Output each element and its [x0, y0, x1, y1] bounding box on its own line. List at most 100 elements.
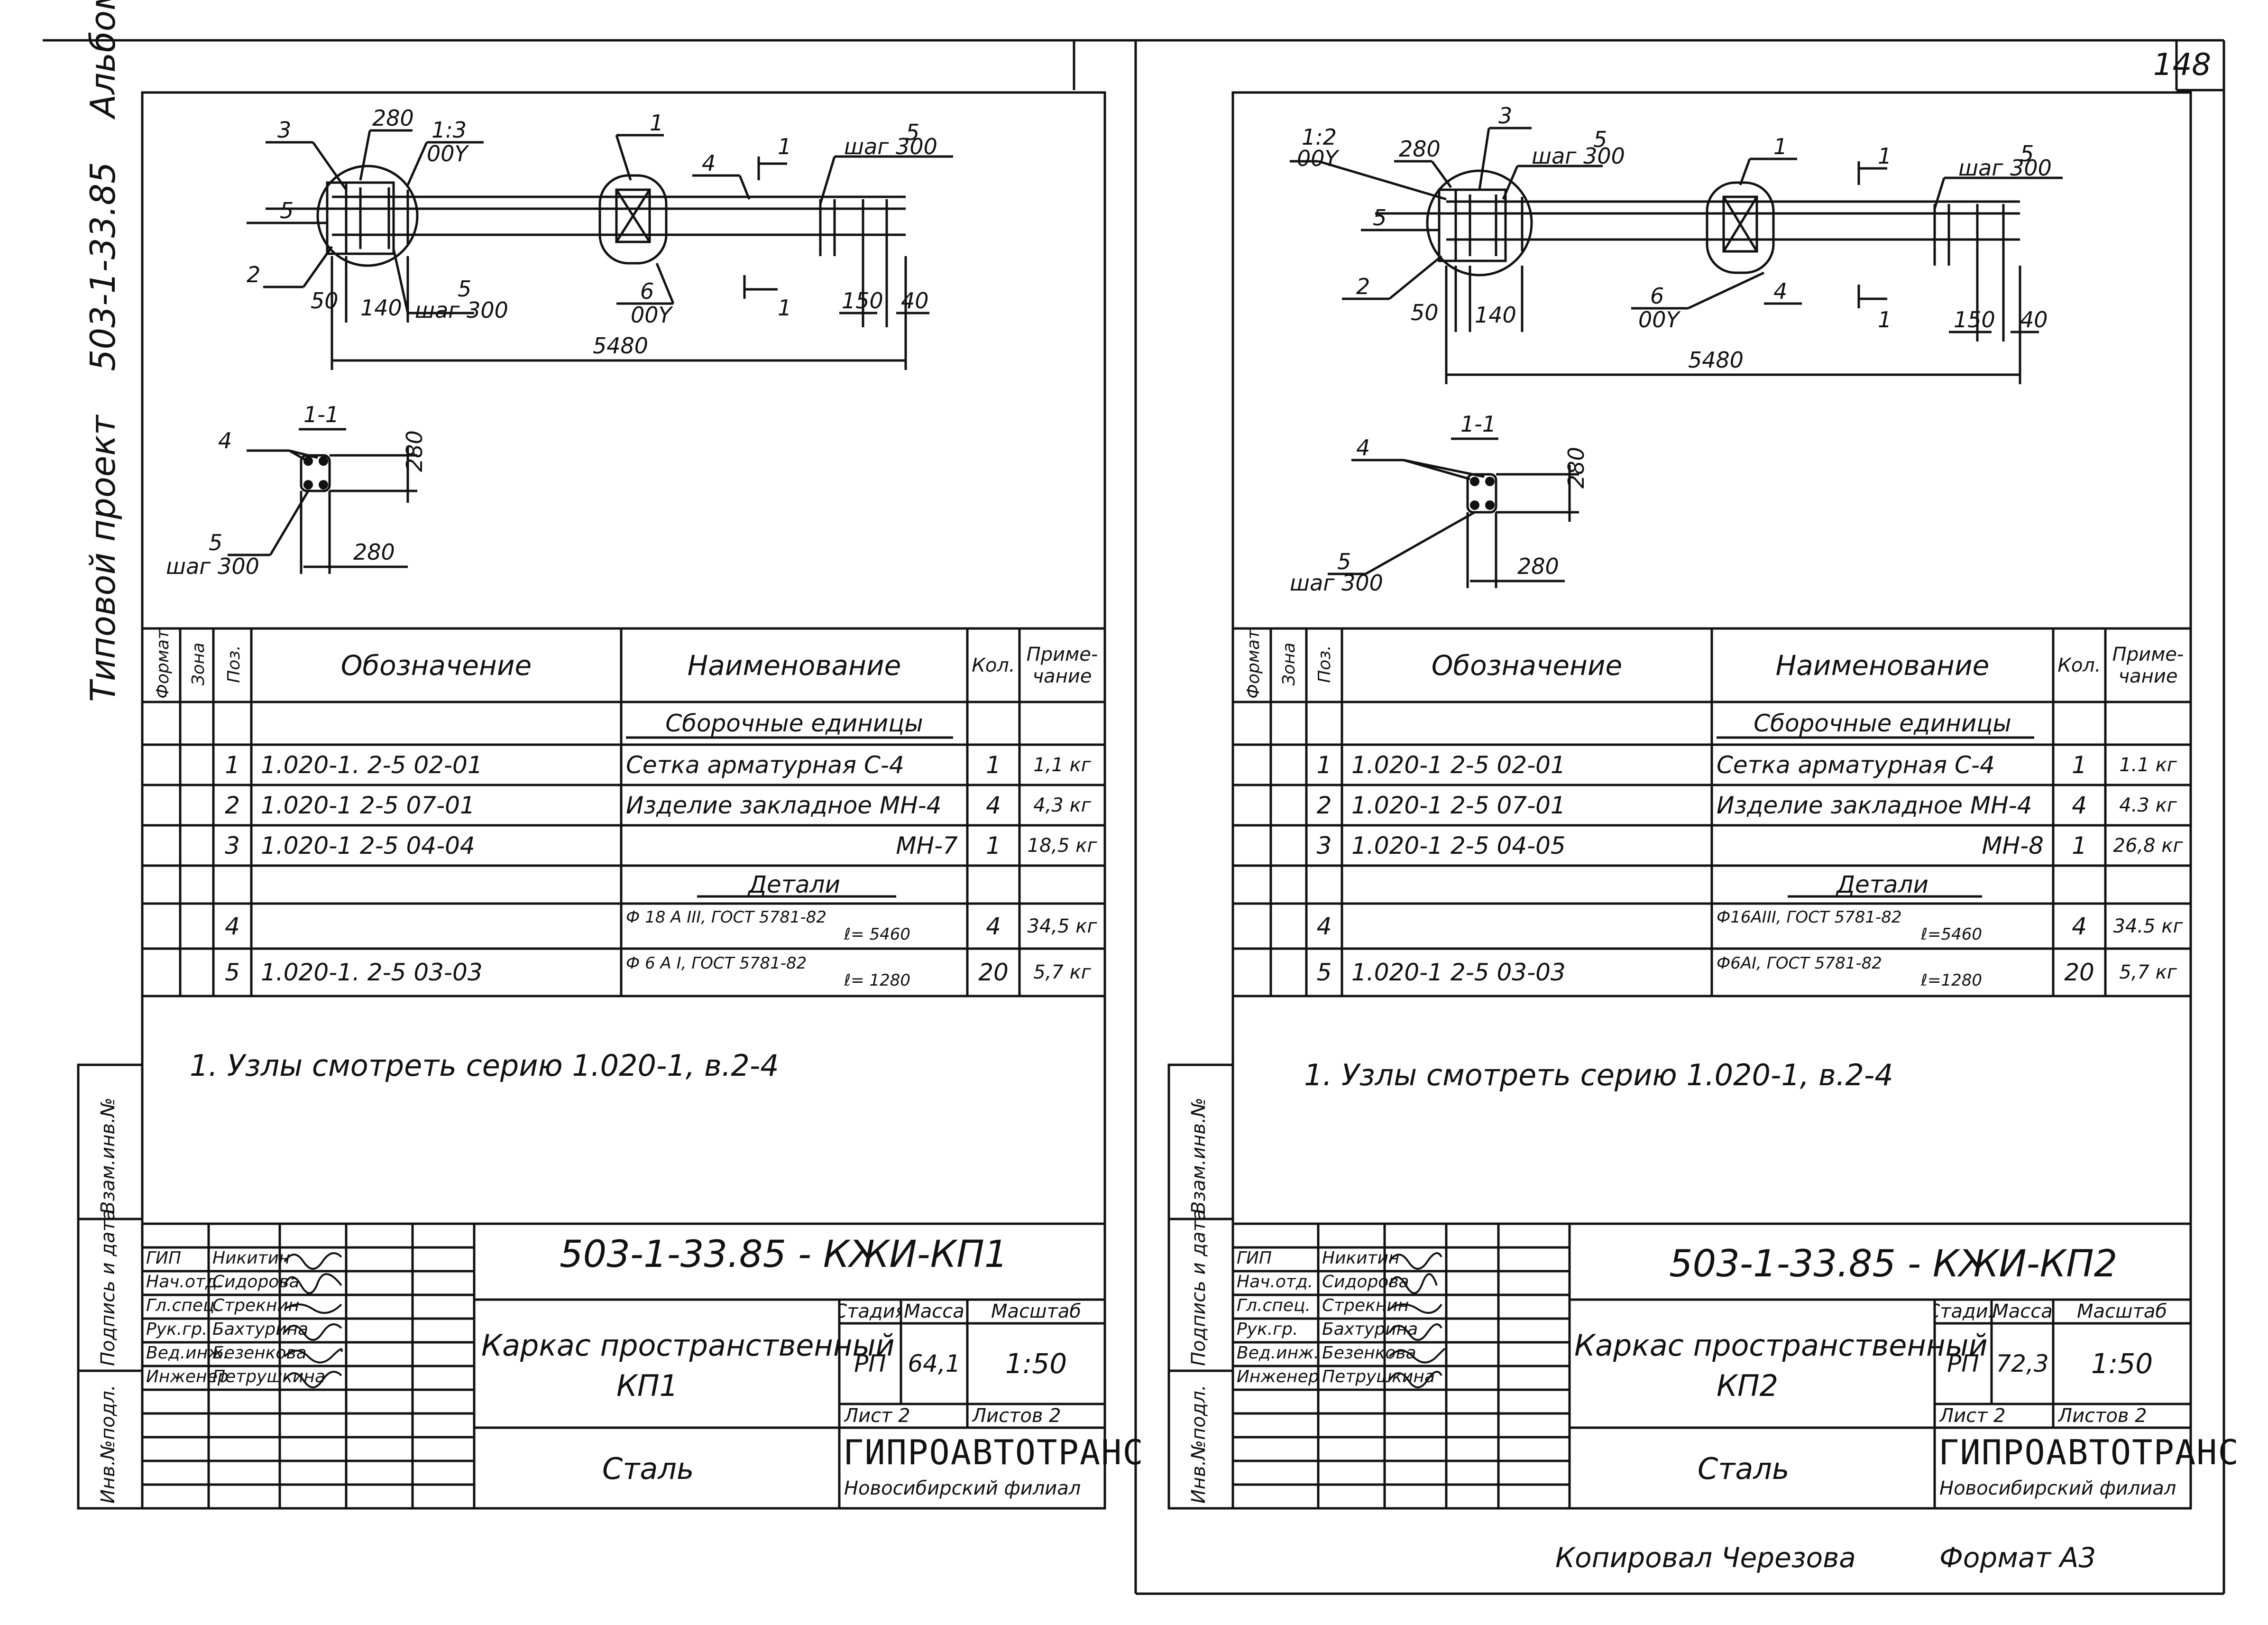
label-pos5-bottom: 5 — [458, 276, 471, 302]
label2-step-right: шаг 300 — [1958, 155, 2052, 181]
spec-kp2-row5-pos: 5 — [1316, 959, 1332, 986]
spec-kp2-row4-name-line2: ℓ=5460 — [1920, 924, 1982, 944]
spec-kp1-section-assembly: Сборочные единицы — [665, 710, 923, 737]
label-dim280-top: 280 — [372, 105, 414, 131]
spec-kp1-row4-name-line1: Ф 18 А III, ГОСТ 5781-82 — [626, 907, 826, 927]
page-number: 148 — [2153, 47, 2211, 83]
label-dim150: 150 — [842, 288, 883, 314]
label-sec-dim-v: 280 — [402, 430, 427, 472]
label-pos2: 2 — [247, 262, 260, 287]
titleblock-kp1-role-2: Нач.отд. — [146, 1272, 223, 1292]
titleblock-kp1-role-5: Вед.инж. — [146, 1343, 229, 1363]
label2-pos5-step: 5 — [1593, 127, 1607, 152]
label2-sec-dim-h: 280 — [1517, 554, 1559, 579]
label2-pos4: 4 — [1773, 278, 1787, 304]
label-length: 5480 — [593, 333, 648, 359]
titleblock-kp1-sheet: Лист 2 — [844, 1405, 910, 1427]
spec-kp1-header-qty: Кол. — [972, 654, 1015, 676]
label-slope-sub: 00Y — [427, 141, 470, 166]
titleblock-kp2-role-1: ГИП — [1237, 1248, 1272, 1268]
label2-pos1: 1 — [1773, 134, 1787, 159]
spec-kp2-section-details: Детали — [1836, 871, 1929, 898]
titleblock-kp2-person-1: Никитин — [1322, 1248, 1400, 1268]
titleblock-kp2-stage-label: Стадия — [1935, 1301, 1992, 1322]
spec-kp1-row3-note: 18,5 кг — [1027, 834, 1097, 857]
spec-kp1-row1-note: 1,1 кг — [1033, 754, 1091, 776]
label-sec-pos5: 5 — [209, 530, 222, 555]
spec-kp2-row1-designation: 1.020-1 2-5 02-01 — [1351, 751, 1566, 779]
titleblock-kp2-role-3: Гл.спец. — [1237, 1296, 1311, 1315]
spec-kp2-row5-name-line2: ℓ=1280 — [1920, 971, 1982, 990]
label-pos5-right: 5 — [906, 120, 919, 145]
titleblock-kp2-scale-label: Масштаб — [2076, 1301, 2167, 1322]
spec-kp1-row1-name: Сетка арматурная С-4 — [626, 751, 904, 779]
titleblock-kp1-person-3: Стрекнин — [212, 1296, 300, 1315]
label-pos1: 1 — [650, 110, 663, 136]
label-step-bottom: шаг 300 — [415, 297, 508, 323]
spec-kp1-row4-qty: 4 — [986, 912, 1001, 940]
label2-slope: 1:2 — [1302, 124, 1337, 150]
titleblock-kp2-scale: 1:50 — [2091, 1348, 2153, 1380]
titleblock-kp1-mass: 64,1 — [908, 1350, 961, 1377]
label-dim40: 40 — [901, 288, 929, 314]
label2-section-mark-b: 1 — [1878, 307, 1892, 332]
spec-kp2-row3-name: МН-8 — [1982, 831, 2044, 859]
spec-kp2-row5-note: 5,7 кг — [2119, 961, 2177, 983]
spec-kp2-header-designation: Обозначение — [1431, 649, 1623, 682]
label2-section-title: 1-1 — [1460, 411, 1496, 437]
label2-section-mark: 1 — [1878, 143, 1892, 169]
titleblock-kp1-role-1: ГИП — [146, 1248, 182, 1268]
titleblock-kp1-role-6: Инженер — [146, 1367, 229, 1386]
spec-kp2-row5-name-line1: Ф6АI, ГОСТ 5781-82 — [1717, 954, 1882, 973]
titleblock-kp2-mass-label: Масса — [1992, 1301, 2053, 1322]
titleblock-kp2-person-4: Бахтурина — [1322, 1320, 1418, 1339]
titleblock-kp1-code: 503-1-33.85 - КЖИ-КП1 — [560, 1233, 1008, 1276]
spec-kp1-row2-qty: 4 — [986, 791, 1001, 819]
titleblock-kp1-material: Сталь — [602, 1451, 694, 1486]
label-section-mark: 1 — [778, 134, 791, 159]
spec-kp2-row4-name-line1: Ф16АIII, ГОСТ 5781-82 — [1717, 907, 1902, 927]
spec-kp2-section-assembly: Сборочные единицы — [1754, 710, 2011, 737]
spec-kp2-header-note: Приме-чание — [2112, 643, 2184, 687]
label2-pos5-right: 5 — [2020, 141, 2034, 166]
label-sec-step: шаг 300 — [166, 554, 259, 579]
spec-kp2-header-name: Наименование — [1775, 649, 1990, 682]
label2-sec-dim-v: 280 — [1563, 447, 1589, 489]
label2-dim150: 150 — [1954, 307, 1995, 332]
spec-kp2-row2-pos: 2 — [1316, 791, 1332, 819]
format-label: Формат А3 — [1939, 1542, 2096, 1574]
titleblock-kp1-person-1: Никитин — [212, 1248, 290, 1268]
label2-pos6: 6 — [1650, 283, 1664, 309]
label-pos6: 6 — [640, 278, 654, 304]
sheet-kp2-note: 1. Узлы смотреть серию 1.020-1, в.2-4 — [1304, 1058, 1893, 1092]
spec-kp1-row3-pos: 3 — [225, 831, 240, 859]
titleblock-kp2-person-6: Петрушкина — [1322, 1367, 1435, 1386]
spec-kp1-row3-name: МН-7 — [896, 831, 958, 859]
spec-kp1-row5-designation: 1.020-1. 2-5 03-03 — [261, 959, 483, 986]
spec-kp2-row1-name: Сетка арматурная С-4 — [1717, 751, 1995, 779]
label2-pos3: 3 — [1498, 103, 1512, 129]
label-step-right: шаг 300 — [844, 134, 937, 159]
spec-kp2-row3-qty: 1 — [2072, 831, 2087, 859]
titleblock-kp2-title-line2: КП2 — [1717, 1368, 1779, 1403]
spec-kp1-row5-qty: 20 — [978, 959, 1009, 986]
label2-pos2: 2 — [1356, 274, 1370, 299]
titleblock-kp2-code: 503-1-33.85 - КЖИ-КП2 — [1669, 1243, 2118, 1285]
titleblock-kp1-scale: 1:50 — [1005, 1348, 1067, 1380]
titleblock-kp1-stage: РП — [854, 1350, 886, 1377]
label2-slope-sub: 00Y — [1297, 146, 1340, 171]
label2-length: 5480 — [1688, 347, 1744, 373]
spec-kp1-row5-name: Ф 6 А I, ГОСТ 5781-82 ℓ= 1280 — [626, 949, 967, 996]
spec-kp1-header-note: Приме-чание — [1026, 643, 1098, 687]
label-section-mark-b: 1 — [778, 295, 791, 321]
label2-pos5-left: 5 — [1373, 205, 1387, 231]
spec-kp2-header-qty: Кол. — [2057, 654, 2101, 676]
spec-kp2-row2-designation: 1.020-1 2-5 07-01 — [1351, 791, 1566, 819]
spec-kp2-row2-note: 4.3 кг — [2119, 794, 2177, 816]
titleblock-kp2-mass: 72,3 — [1996, 1350, 2049, 1377]
spec-kp1-header-designation: Обозначение — [340, 649, 532, 682]
spec-kp2-row4-pos: 4 — [1316, 912, 1332, 940]
titleblock-kp1-scale-label: Масштаб — [991, 1301, 1082, 1322]
